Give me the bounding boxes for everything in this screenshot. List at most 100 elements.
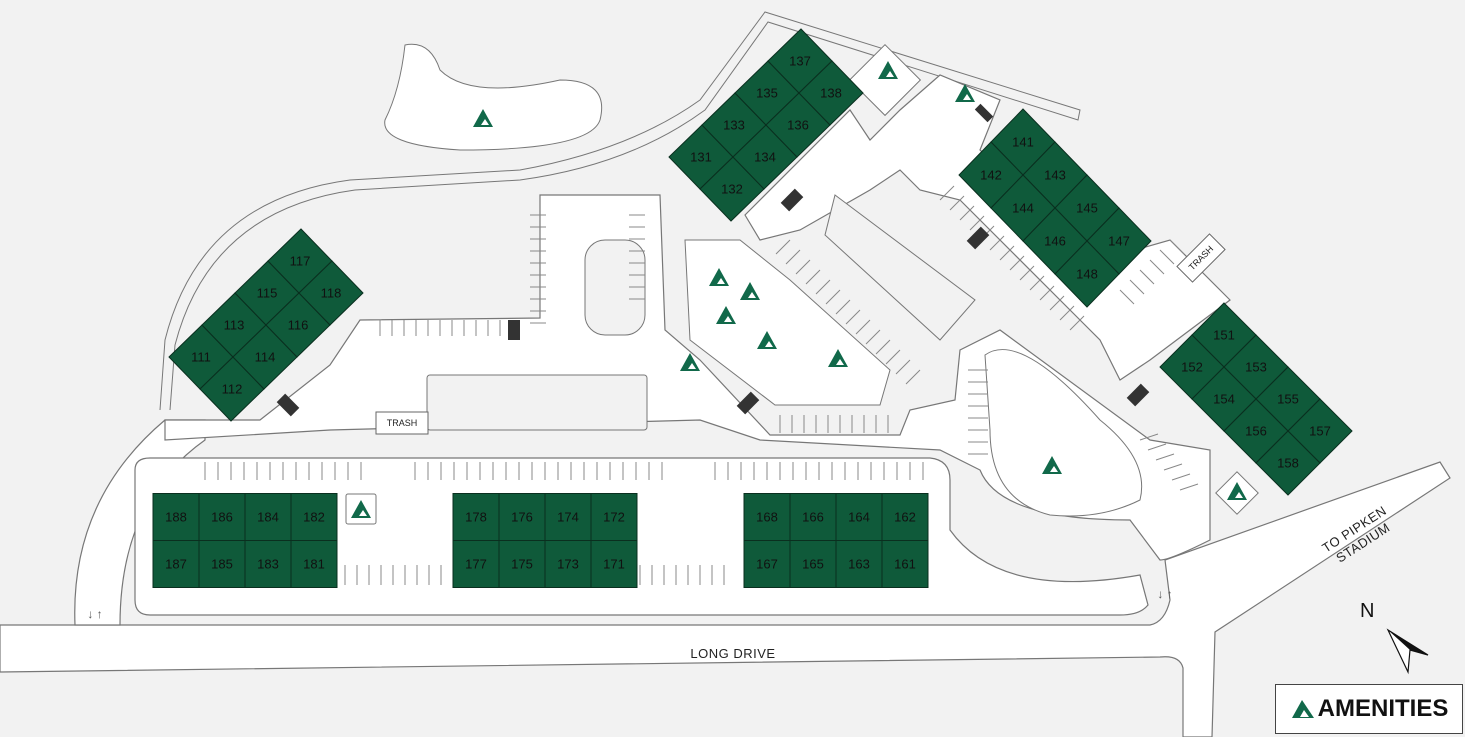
unit-number: 114 [255,350,276,365]
building-181-188: 188 186 184 182 187 185 183 181 [152,493,338,588]
parking-center-lane [164,194,1211,561]
unit-number: 151 [1213,328,1235,343]
unit-181[interactable]: 181 [290,540,338,588]
unit-number: 182 [303,510,325,525]
unit-number: 158 [1277,456,1299,471]
unit-number: 172 [603,510,625,525]
unit-161[interactable]: 161 [881,540,929,588]
unit-number: 155 [1277,392,1299,407]
unit-number: 152 [1181,360,1203,375]
unit-number: 174 [557,510,579,525]
building-171-178: 178 176 174 172 177 175 173 171 [452,493,638,588]
unit-number: 184 [257,510,279,525]
unit-166[interactable]: 166 [789,493,837,541]
unit-number: 173 [557,557,579,572]
unit-number: 112 [222,382,243,397]
amenity-triangle-icon[interactable] [757,331,777,349]
unit-164[interactable]: 164 [835,493,883,541]
legend-label: AMENITIES [1317,695,1449,722]
unit-183[interactable]: 183 [244,540,292,588]
unit-number: 137 [789,54,811,69]
unit-184[interactable]: 184 [244,493,292,541]
amenity-triangle-icon[interactable] [878,61,898,79]
unit-number: 117 [290,254,311,269]
unit-186[interactable]: 186 [198,493,246,541]
unit-footprint [798,60,864,126]
unit-188[interactable]: 188 [152,493,200,541]
unit-number: 113 [224,318,245,333]
amenity-lawn-circle [984,349,1143,517]
unit-185[interactable]: 185 [198,540,246,588]
unit-number: 136 [787,118,809,133]
amenity-triangle-icon[interactable] [473,109,493,127]
unit-178[interactable]: 178 [452,493,500,541]
unit-number: 186 [211,510,233,525]
unit-number: 185 [211,557,233,572]
unit-187[interactable]: 187 [152,540,200,588]
unit-number: 176 [511,510,533,525]
unit-number: 168 [756,510,778,525]
north-arrow-icon [1386,628,1429,675]
unit-137[interactable]: 137 [767,28,833,94]
amenity-triangle-icon[interactable] [716,306,736,324]
amenity-triangle-icon[interactable] [1227,482,1247,500]
unit-162[interactable]: 162 [881,493,929,541]
amenity-triangle-icon[interactable] [1042,456,1062,474]
unit-number: 156 [1245,424,1267,439]
north-label: N [1360,600,1375,622]
amenity-triangle-icon[interactable] [709,268,729,286]
unit-number: 163 [848,557,870,572]
unit-163[interactable]: 163 [835,540,883,588]
unit-number: 145 [1076,201,1098,216]
unit-177[interactable]: 177 [452,540,500,588]
unit-148[interactable]: 148 [1054,240,1120,308]
unit-footprint [881,540,929,588]
unit-number: 116 [288,318,309,333]
unit-number: 166 [802,510,824,525]
unit-number: 154 [1213,392,1235,407]
unit-176[interactable]: 176 [498,493,546,541]
trash-label: TRASH [387,418,418,428]
unit-number: 133 [723,118,745,133]
unit-number: 162 [894,510,916,525]
unit-number: 157 [1309,424,1331,439]
amenity-markers [351,61,1247,518]
amenity-triangle-icon[interactable] [680,353,700,371]
amenity-triangle-icon [1291,700,1314,718]
unit-171[interactable]: 171 [590,540,638,588]
unit-167[interactable]: 167 [743,540,791,588]
long-drive-road [0,461,1451,737]
unit-number: 115 [257,286,278,301]
unit-number: 177 [465,557,487,572]
median-island-diagonal [824,194,976,341]
unit-118[interactable]: 118 [298,260,364,326]
unit-number: 171 [603,557,625,572]
unit-footprint [1255,430,1321,496]
unit-158[interactable]: 158 [1255,430,1321,496]
unit-182[interactable]: 182 [290,493,338,541]
unit-165[interactable]: 165 [789,540,837,588]
unit-number: 167 [756,557,778,572]
unit-number: 161 [894,557,916,572]
unit-138[interactable]: 138 [798,60,864,126]
amenity-triangle-icon[interactable] [740,282,760,300]
unit-number: 183 [257,557,279,572]
unit-173[interactable]: 173 [544,540,592,588]
unit-172[interactable]: 172 [590,493,638,541]
unit-174[interactable]: 174 [544,493,592,541]
unit-175[interactable]: 175 [498,540,546,588]
amenity-triangle-icon[interactable] [351,500,371,518]
unit-number: 146 [1044,234,1066,249]
unit-168[interactable]: 168 [743,493,791,541]
unit-number: 165 [802,557,824,572]
unit-number: 141 [1012,135,1034,150]
amenity-triangle-icon[interactable] [955,84,975,102]
unit-number: 148 [1076,267,1098,282]
unit-number: 138 [820,86,842,101]
unit-number: 134 [754,150,776,165]
amenity-triangle-icon[interactable] [828,349,848,367]
